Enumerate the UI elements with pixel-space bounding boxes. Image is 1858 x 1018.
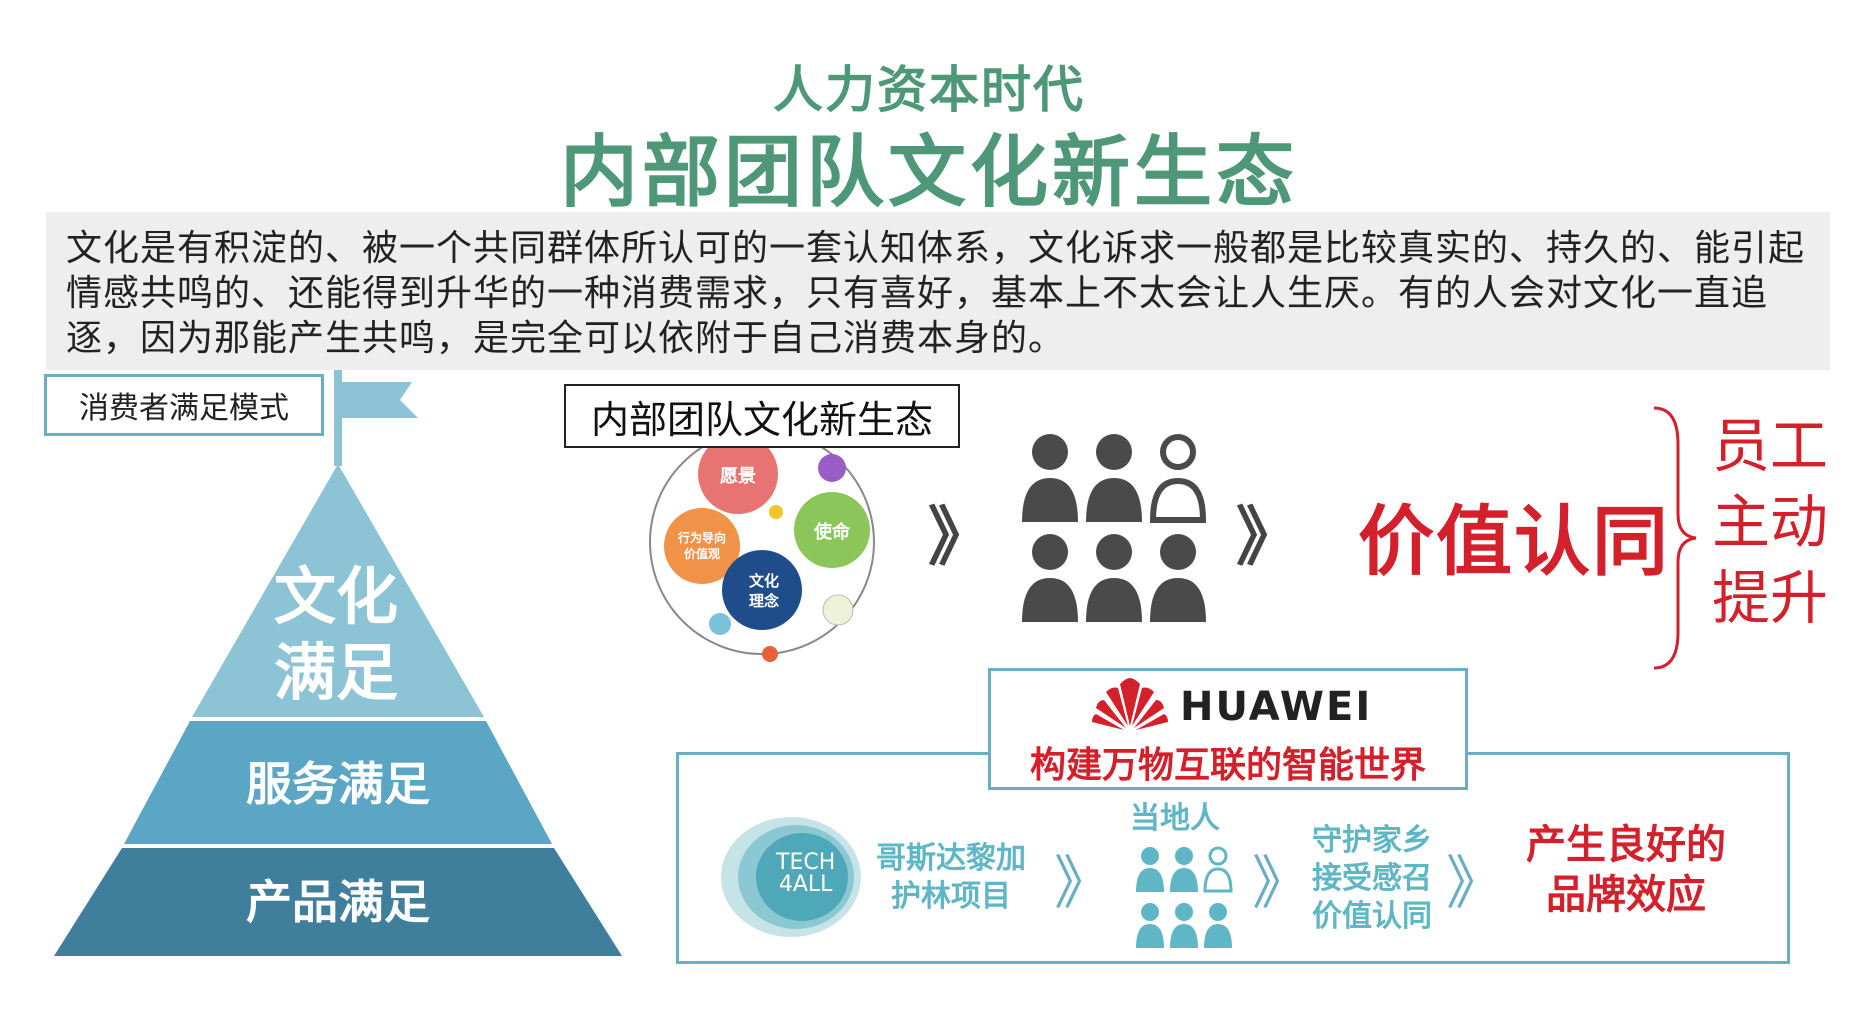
pyramid-middle-label: 服务满足 xyxy=(246,757,430,811)
pyramid-tier-top xyxy=(192,464,484,717)
pyramid-top-line2: 满足 xyxy=(274,636,398,709)
bubble-values-label-2: 价值观 xyxy=(684,546,720,561)
flag-pole xyxy=(334,370,342,466)
tech4all-line-2: 4ALL xyxy=(778,872,833,897)
pyramid-tier-bottom xyxy=(54,848,622,956)
effect-line-2: 接受感召 xyxy=(1312,861,1432,896)
case-chevron-2: 》 xyxy=(1252,849,1311,917)
effect-line-3: 价值认同 xyxy=(1312,899,1432,934)
bubble-culture-label-2: 理念 xyxy=(749,592,779,610)
pyramid-label: 消费者满足模式 xyxy=(44,374,324,436)
locals-label: 当地人 xyxy=(1130,801,1220,836)
huawei-slogan: 构建万物互联的智能世界 xyxy=(1029,745,1426,786)
bubble-small-yellow xyxy=(769,505,783,519)
bubble-small-orange xyxy=(762,646,778,662)
brand-effect-line-1: 产生良好的 xyxy=(1526,822,1726,868)
bubble-small-blue xyxy=(709,613,731,635)
tech4all-line-1: TECH xyxy=(776,850,836,875)
page-subtitle: 人力资本时代 xyxy=(773,61,1085,119)
brand-effect-text: 产生良好的 品牌效应 xyxy=(1506,820,1746,920)
bubble-mission-label: 使命 xyxy=(813,521,851,543)
bubble-culture-label-1: 文化 xyxy=(749,572,779,590)
bubble-mission xyxy=(794,492,870,568)
bubble-small-purple xyxy=(818,454,846,482)
brace-icon xyxy=(1653,406,1697,670)
brand-effect-line-2: 品牌效应 xyxy=(1546,872,1706,918)
employee-improve-text: 员工 主动 提升 xyxy=(1712,408,1828,636)
ecosystem-bubbles: 愿景 使命 行为导向 价值观 文化 理念 xyxy=(649,430,875,662)
pyramid-tier-middle xyxy=(124,721,552,844)
bubble-vision xyxy=(698,434,778,514)
bubble-vision-label: 愿景 xyxy=(720,466,756,487)
side-line-1: 员工 xyxy=(1712,412,1829,480)
page-title: 内部团队文化新生态 xyxy=(559,128,1298,218)
huawei-logo-icon xyxy=(1092,678,1168,730)
flow-chevron-1: 》 xyxy=(928,501,992,575)
effect-text: 守护家乡 接受感召 价值认同 xyxy=(1312,822,1432,936)
tech4all-logo-text: TECH 4ALL xyxy=(776,852,835,896)
pyramid-bottom-label: 产品满足 xyxy=(246,875,430,929)
bubble-values xyxy=(664,508,740,584)
case-chevron-3: 》 xyxy=(1446,849,1505,917)
side-line-3: 提升 xyxy=(1712,564,1829,632)
pyramid-diagram: 文化 满足 服务满足 产品满足 xyxy=(54,370,622,956)
locals-people-icon xyxy=(1136,846,1233,948)
tech4all-logo-icon xyxy=(721,817,861,937)
pyramid-top-line1: 文化 xyxy=(274,560,398,633)
project-text: 哥斯达黎加 护林项目 xyxy=(868,840,1034,916)
effect-line-1: 守护家乡 xyxy=(1312,823,1432,858)
flow-chevron-2: 》 xyxy=(1236,501,1300,575)
bubble-small-cream xyxy=(822,594,854,626)
bubble-values-label-1: 行为导向 xyxy=(677,530,726,545)
case-chevron-1: 》 xyxy=(1054,849,1113,917)
flag-icon xyxy=(342,382,418,418)
huawei-header-box xyxy=(988,668,1468,790)
huawei-brand-text: HUAWEI xyxy=(1180,684,1373,730)
ecosystem-label: 内部团队文化新生态 xyxy=(564,384,960,448)
value-recognition-text: 价值认同 xyxy=(1358,497,1670,586)
side-line-2: 主动 xyxy=(1712,488,1829,556)
people-group-icon xyxy=(1022,434,1207,622)
project-line-1: 哥斯达黎加 xyxy=(876,841,1026,876)
intro-paragraph: 文化是有积淀的、被一个共同群体所认可的一套认知体系，文化诉求一般都是比较真实的、… xyxy=(46,212,1830,370)
bubble-culture xyxy=(722,550,802,630)
project-line-2: 护林项目 xyxy=(891,879,1011,914)
